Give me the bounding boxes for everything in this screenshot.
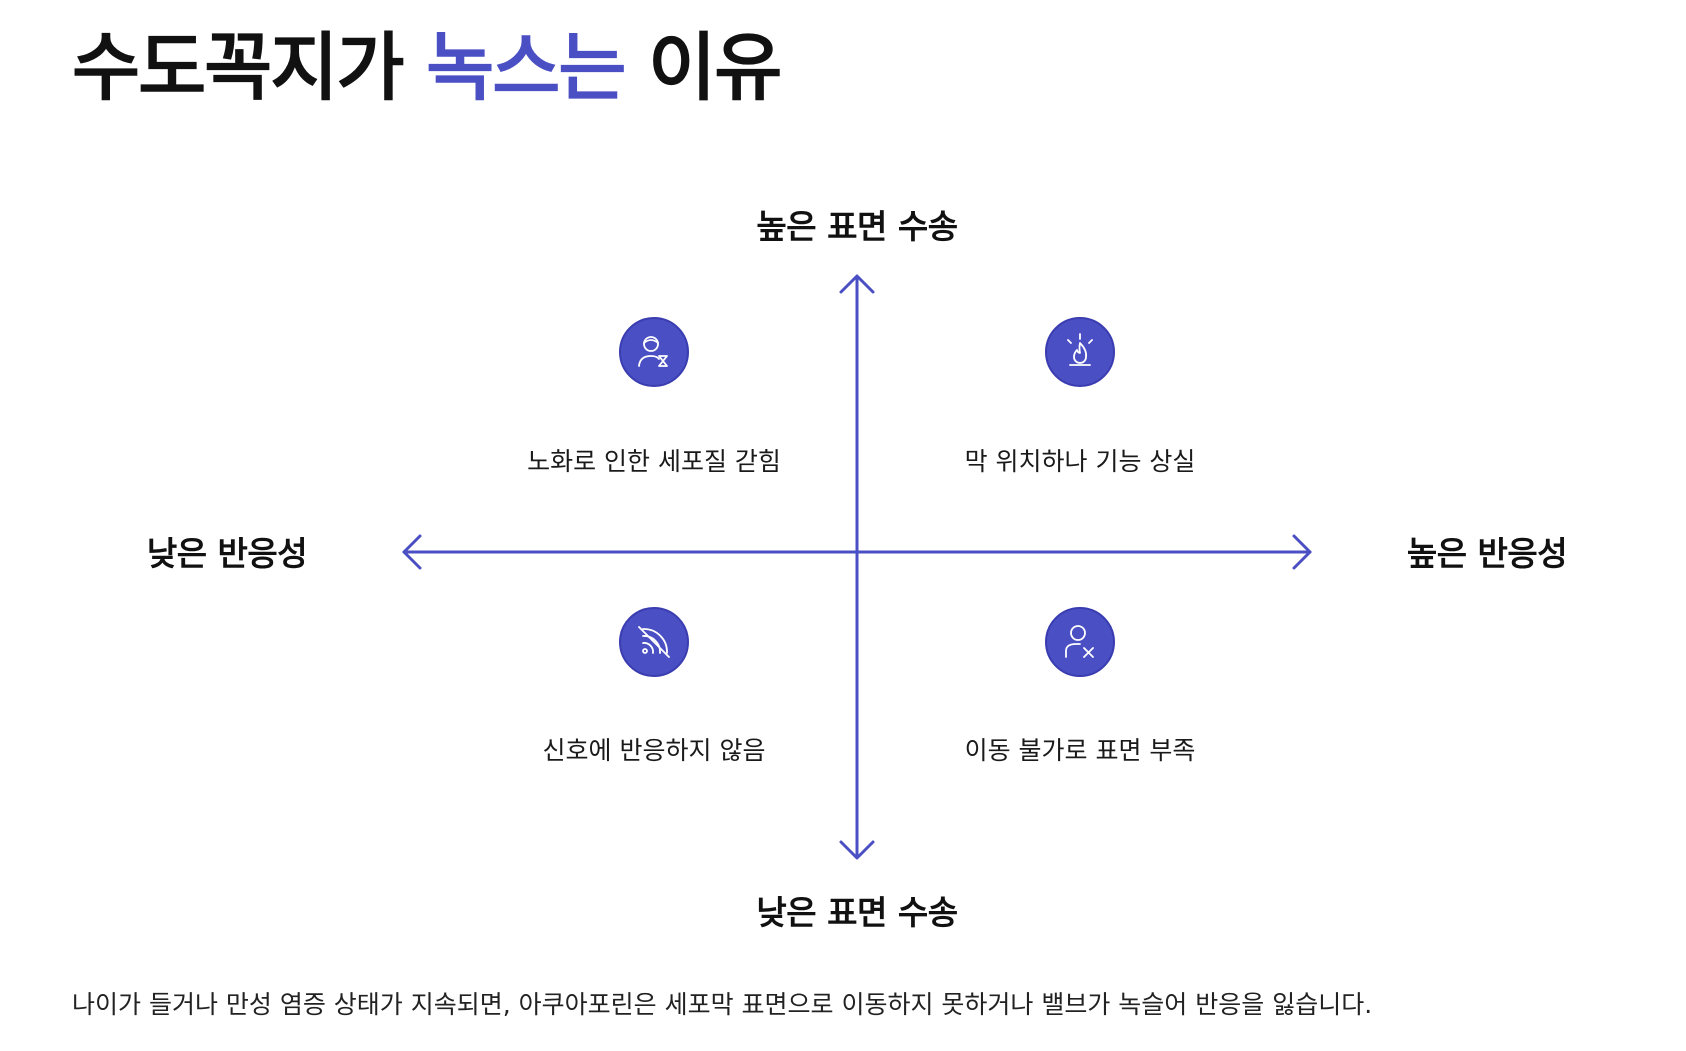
no-signal-icon xyxy=(619,607,689,677)
footer-description: 나이가 들거나 만성 염증 상태가 지속되면, 아쿠아포린은 세포막 표면으로 … xyxy=(72,990,1373,1019)
title-part-2: 이유 xyxy=(624,25,782,111)
quadrant-label-top-right: 막 위치하나 기능 상실 xyxy=(964,447,1196,476)
axis-label-left: 낮은 반응성 xyxy=(146,534,308,573)
aging-person-hourglass-icon xyxy=(619,317,689,387)
title-accent: 녹스는 xyxy=(426,25,626,111)
up-arrow-head xyxy=(839,274,875,294)
quadrant-label-top-left: 노화로 인한 세포질 갇힘 xyxy=(527,447,781,476)
quadrant-label-bottom-right: 이동 불가로 표면 부족 xyxy=(964,736,1196,765)
down-arrow-head xyxy=(839,840,875,860)
right-arrow-head xyxy=(1292,534,1312,570)
quadrant-label-bottom-left: 신호에 반응하지 않음 xyxy=(542,736,766,765)
page-title: 수도꼭지가 녹스는 이유 xyxy=(72,24,782,113)
axis-label-right: 높은 반응성 xyxy=(1406,534,1568,573)
axis-label-bottom: 낮은 표면 수송 xyxy=(756,893,958,932)
alert-flame-icon xyxy=(1045,317,1115,387)
axis-label-top: 높은 표면 수송 xyxy=(756,207,958,246)
person-blocked-icon xyxy=(1045,607,1115,677)
left-arrow-head xyxy=(402,534,422,570)
title-part-1: 수도꼭지가 xyxy=(72,25,427,111)
